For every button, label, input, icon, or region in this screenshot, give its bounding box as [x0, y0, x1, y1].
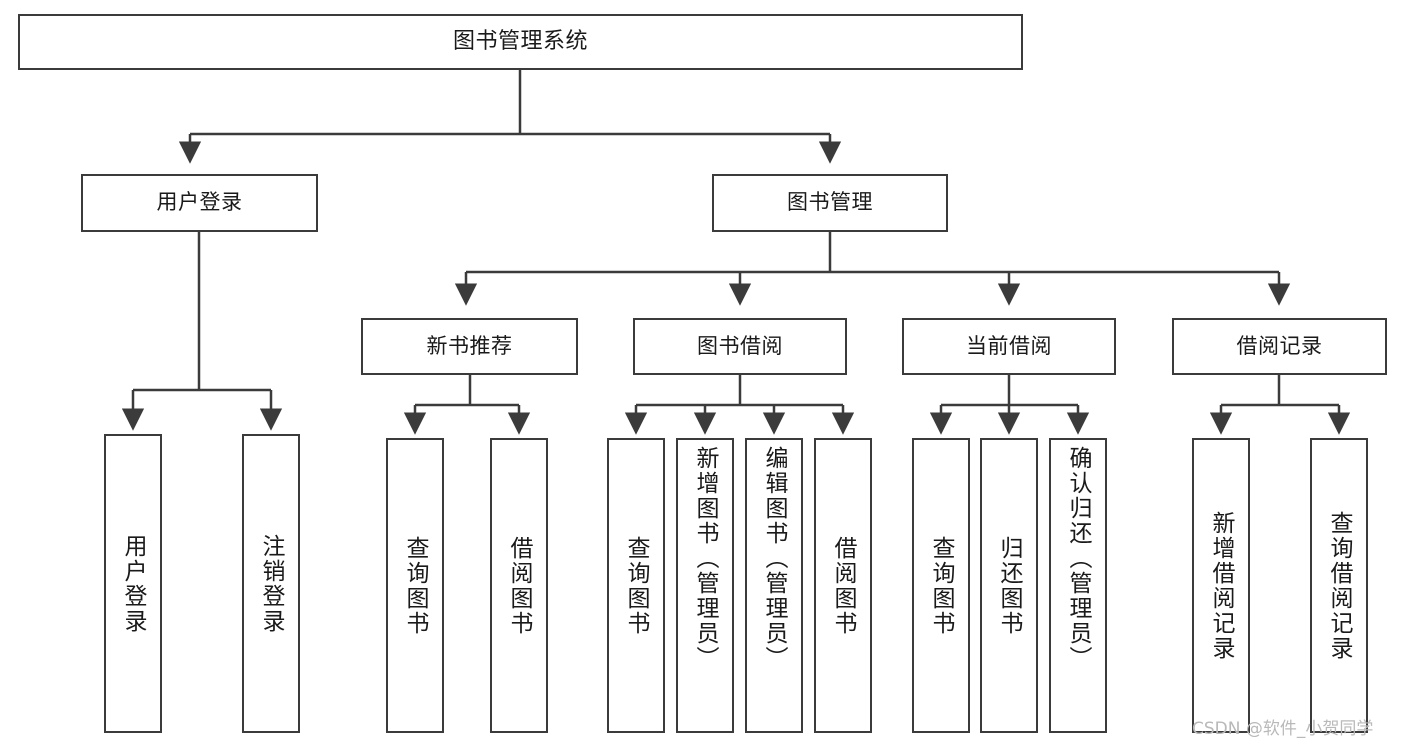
- watermark-csdn: CSDN @软件_小贺同学: [1192, 719, 1374, 739]
- node-label: 查询图书: [928, 535, 955, 636]
- node-label: 查询借阅记录: [1326, 510, 1353, 661]
- node-label: 确认归还（管理员）: [1065, 446, 1092, 671]
- node-label: 编辑图书（管理员）: [761, 446, 788, 671]
- leaf-edit-book-admin[interactable]: 编辑图书（管理员）: [745, 438, 803, 733]
- node-label: 新书推荐: [426, 333, 513, 358]
- leaf-query-borrow-record[interactable]: 查询借阅记录: [1310, 438, 1368, 733]
- node-label: 查询图书: [623, 535, 650, 636]
- leaf-query-book-recommend[interactable]: 查询图书: [386, 438, 444, 733]
- node-label: 图书借阅: [697, 333, 783, 358]
- leaf-borrow-book[interactable]: 借阅图书: [814, 438, 872, 733]
- node-label: 借阅记录: [1236, 333, 1323, 358]
- leaf-user-logout[interactable]: 注销登录: [242, 434, 300, 733]
- node-label: 图书管理系统: [452, 28, 588, 54]
- leaf-user-login[interactable]: 用户登录: [104, 434, 162, 733]
- node-label: 借阅图书: [830, 535, 857, 636]
- leaf-add-book-admin[interactable]: 新增图书（管理员）: [676, 438, 734, 733]
- node-label: 图书管理: [787, 190, 873, 215]
- node-label: 当前借阅: [966, 333, 1052, 358]
- node-label: 注销登录: [258, 533, 285, 634]
- node-borrow-records[interactable]: 借阅记录: [1172, 318, 1387, 375]
- leaf-confirm-return-admin[interactable]: 确认归还（管理员）: [1049, 438, 1107, 733]
- node-label: 新增借阅记录: [1208, 510, 1235, 661]
- node-label: 用户登录: [156, 190, 243, 215]
- node-user-login[interactable]: 用户登录: [81, 174, 318, 232]
- leaf-add-borrow-record[interactable]: 新增借阅记录: [1192, 438, 1250, 733]
- node-label: 查询图书: [402, 535, 429, 636]
- node-current-borrow[interactable]: 当前借阅: [902, 318, 1116, 375]
- leaf-query-book-borrow[interactable]: 查询图书: [607, 438, 665, 733]
- node-label: 新增图书（管理员）: [692, 446, 719, 671]
- node-new-book-recommend[interactable]: 新书推荐: [361, 318, 578, 375]
- node-book-borrow[interactable]: 图书借阅: [633, 318, 847, 375]
- node-book-management[interactable]: 图书管理: [712, 174, 948, 232]
- leaf-return-book[interactable]: 归还图书: [980, 438, 1038, 733]
- node-label: 借阅图书: [506, 535, 533, 636]
- leaf-borrow-book-recommend[interactable]: 借阅图书: [490, 438, 548, 733]
- node-root-system[interactable]: 图书管理系统: [18, 14, 1023, 70]
- node-label: 归还图书: [996, 535, 1023, 636]
- node-label: 用户登录: [120, 533, 147, 634]
- leaf-query-book-current[interactable]: 查询图书: [912, 438, 970, 733]
